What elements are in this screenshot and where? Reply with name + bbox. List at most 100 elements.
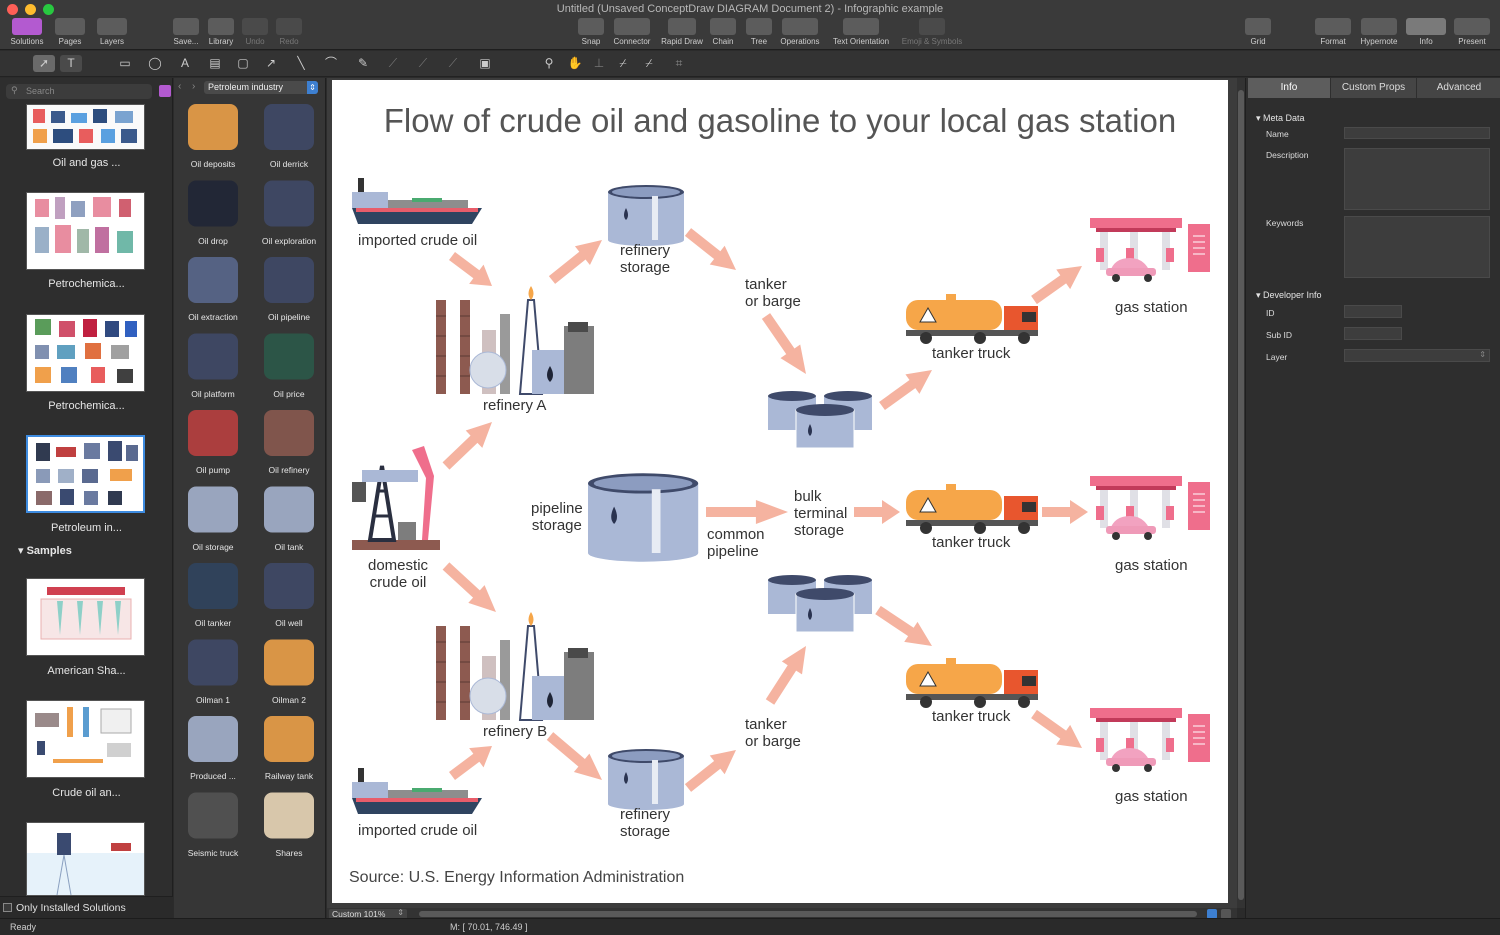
library-item-icon[interactable] <box>188 792 238 839</box>
vertical-scroll-thumb[interactable] <box>1238 90 1244 900</box>
format-button[interactable]: Format <box>1312 18 1354 48</box>
ship-top-icon[interactable] <box>352 178 482 224</box>
back-arrow-icon[interactable]: ‹ <box>178 81 182 92</box>
pages-button[interactable]: Pages <box>50 18 90 48</box>
name-field[interactable] <box>1344 127 1490 139</box>
arrow-truck-3-to-gas-3[interactable] <box>1027 704 1089 758</box>
layer-select[interactable]: ⇕ <box>1344 349 1490 362</box>
library-item-icon[interactable] <box>264 104 314 150</box>
snap-button[interactable]: Snap <box>576 18 606 48</box>
library-item-oil-storage[interactable]: Oil storage <box>192 541 234 552</box>
refinery-storage-top-icon[interactable] <box>608 185 684 246</box>
arrow-refinery-b-to-storage[interactable] <box>542 726 610 790</box>
arrow-truck-2-to-gas-2[interactable] <box>1042 500 1088 524</box>
sample-label-american[interactable]: American Sha... <box>47 665 126 677</box>
keywords-field[interactable] <box>1344 216 1490 278</box>
library-item-oil-deposits[interactable]: Oil deposits <box>190 159 236 169</box>
label-tanker-barge-top[interactable]: tanker or barge <box>745 276 801 310</box>
arrow-bulk-to-truck-2[interactable] <box>854 500 900 524</box>
label-refinery-storage-top[interactable]: refinery storage <box>620 242 671 276</box>
zoom-select[interactable]: Custom 101% ⇕ <box>329 908 407 919</box>
library-item-oil-derrick[interactable]: Oil derrick <box>269 159 309 169</box>
library-item-icon[interactable] <box>188 104 238 150</box>
pan-tool-icon[interactable]: ✋ <box>567 56 583 70</box>
library-item-seismic-truck[interactable]: Seismic truck <box>187 847 239 858</box>
arc-tool-icon[interactable]: ⌒ <box>324 56 337 70</box>
arrow-pipeline-to-bulk[interactable] <box>706 500 788 524</box>
hypernote-button[interactable]: Hypernote <box>1356 18 1402 48</box>
minimize-window-icon[interactable] <box>25 4 36 15</box>
refinery-storage-bottom-icon[interactable] <box>608 749 684 810</box>
label-gas-station-2[interactable]: gas station <box>1115 557 1188 574</box>
library-item-icon[interactable] <box>188 257 238 303</box>
zoom-tool-icon[interactable]: ⚲ <box>544 56 554 70</box>
crop-tool-icon[interactable]: ⌗ <box>675 56 683 70</box>
library-item-icon[interactable] <box>188 486 238 533</box>
vertical-scrollbar[interactable] <box>1237 78 1245 908</box>
library-item-oil-platform[interactable]: Oil platform <box>191 388 235 399</box>
library-item-icon[interactable] <box>264 333 314 380</box>
select-tool-icon[interactable]: ➚ <box>33 55 55 72</box>
library-item-oil-drop[interactable]: Oil drop <box>198 235 228 246</box>
close-window-icon[interactable] <box>7 4 18 15</box>
container-tool-icon[interactable]: ▣ <box>479 56 491 70</box>
tank-cluster-top-icon[interactable] <box>767 390 873 449</box>
solutions-badge-icon[interactable] <box>159 85 171 97</box>
library-item-oilman-1[interactable]: Oilman 1 <box>195 694 230 705</box>
text-select-tool-icon[interactable]: T <box>60 55 82 72</box>
arrow-imported-to-refinery-a[interactable] <box>444 246 500 296</box>
arrow-imported-to-refinery-b[interactable] <box>444 736 500 786</box>
library-item-oil-exploration[interactable]: Oil exploration <box>261 235 317 246</box>
label-bulk-terminal-storage[interactable]: bulk terminal storage <box>794 488 848 539</box>
library-item-icon[interactable] <box>188 716 238 762</box>
library-item-oil-price[interactable]: Oil price <box>273 388 305 399</box>
library-item-icon[interactable] <box>264 563 314 609</box>
tab-advanced[interactable]: Advanced <box>1417 78 1500 98</box>
sample-thumb-american[interactable] <box>26 578 145 656</box>
label-imported-crude-oil-top[interactable]: imported crude oil <box>358 232 478 249</box>
pipeline-storage-tank-icon[interactable] <box>588 473 699 562</box>
sample-label-crude-oil[interactable]: Crude oil an... <box>52 787 121 799</box>
layers-button[interactable]: Layers <box>92 18 132 48</box>
only-installed-checkbox[interactable] <box>3 903 12 912</box>
label-imported-crude-oil-bottom[interactable]: imported crude oil <box>358 822 478 839</box>
forward-arrow-icon[interactable]: › <box>192 81 196 92</box>
label-tanker-truck-3[interactable]: tanker truck <box>932 708 1011 725</box>
tree-button[interactable]: Tree <box>744 18 774 48</box>
arrow-cluster-to-truck-3[interactable] <box>871 600 939 656</box>
tab-custom-props[interactable]: Custom Props <box>1331 78 1416 98</box>
solutions-button[interactable]: Solutions <box>6 18 48 48</box>
pen-tool-icon[interactable]: ✎ <box>357 56 369 70</box>
tanker-truck-1-icon[interactable] <box>905 293 1039 345</box>
label-refinery-b[interactable]: refinery B <box>483 723 548 740</box>
library-item-oil-tank[interactable]: Oil tank <box>274 541 304 552</box>
zoom-window-icon[interactable] <box>43 4 54 15</box>
label-domestic-crude-oil[interactable]: domestic crude oil <box>368 557 429 591</box>
solution-thumb-petrochemical-2[interactable] <box>26 314 145 392</box>
library-item-icon[interactable] <box>188 410 238 456</box>
library-item-icon[interactable] <box>264 257 314 303</box>
solution-thumb-oil-gas[interactable] <box>26 104 145 150</box>
present-button[interactable]: Present <box>1450 18 1494 48</box>
arrow-storage-to-tanker[interactable] <box>680 222 744 280</box>
save-button[interactable]: Save... <box>170 18 202 48</box>
library-item-icon[interactable] <box>264 639 314 686</box>
arrow-domestic-to-refinery-b[interactable] <box>437 557 505 621</box>
line-tool-icon[interactable]: ╲ <box>297 56 305 70</box>
info-button[interactable]: Info <box>1404 18 1448 48</box>
label-pipeline-storage[interactable]: pipeline storage <box>531 500 583 534</box>
ellipse-tool-icon[interactable]: ◯ <box>148 56 162 70</box>
callout-tool-icon[interactable]: ▢ <box>237 56 249 70</box>
library-item-oil-refinery[interactable]: Oil refinery <box>268 465 310 475</box>
library-button[interactable]: Library <box>204 18 238 48</box>
library-item-icon[interactable] <box>264 792 314 839</box>
description-field[interactable] <box>1344 148 1490 210</box>
page-view-icon[interactable] <box>1207 909 1217 919</box>
arrow-domestic-to-refinery-a[interactable] <box>437 413 501 475</box>
gas-station-1-icon[interactable] <box>1089 217 1211 283</box>
polyline-tool-icon[interactable]: ⟋ <box>418 56 428 70</box>
ship-bottom-icon[interactable] <box>352 768 482 814</box>
meta-data-header[interactable]: ▾ Meta Data <box>1256 113 1305 123</box>
arrow-truck-1-to-gas-1[interactable] <box>1027 256 1089 310</box>
label-gas-station-1[interactable]: gas station <box>1115 299 1188 316</box>
